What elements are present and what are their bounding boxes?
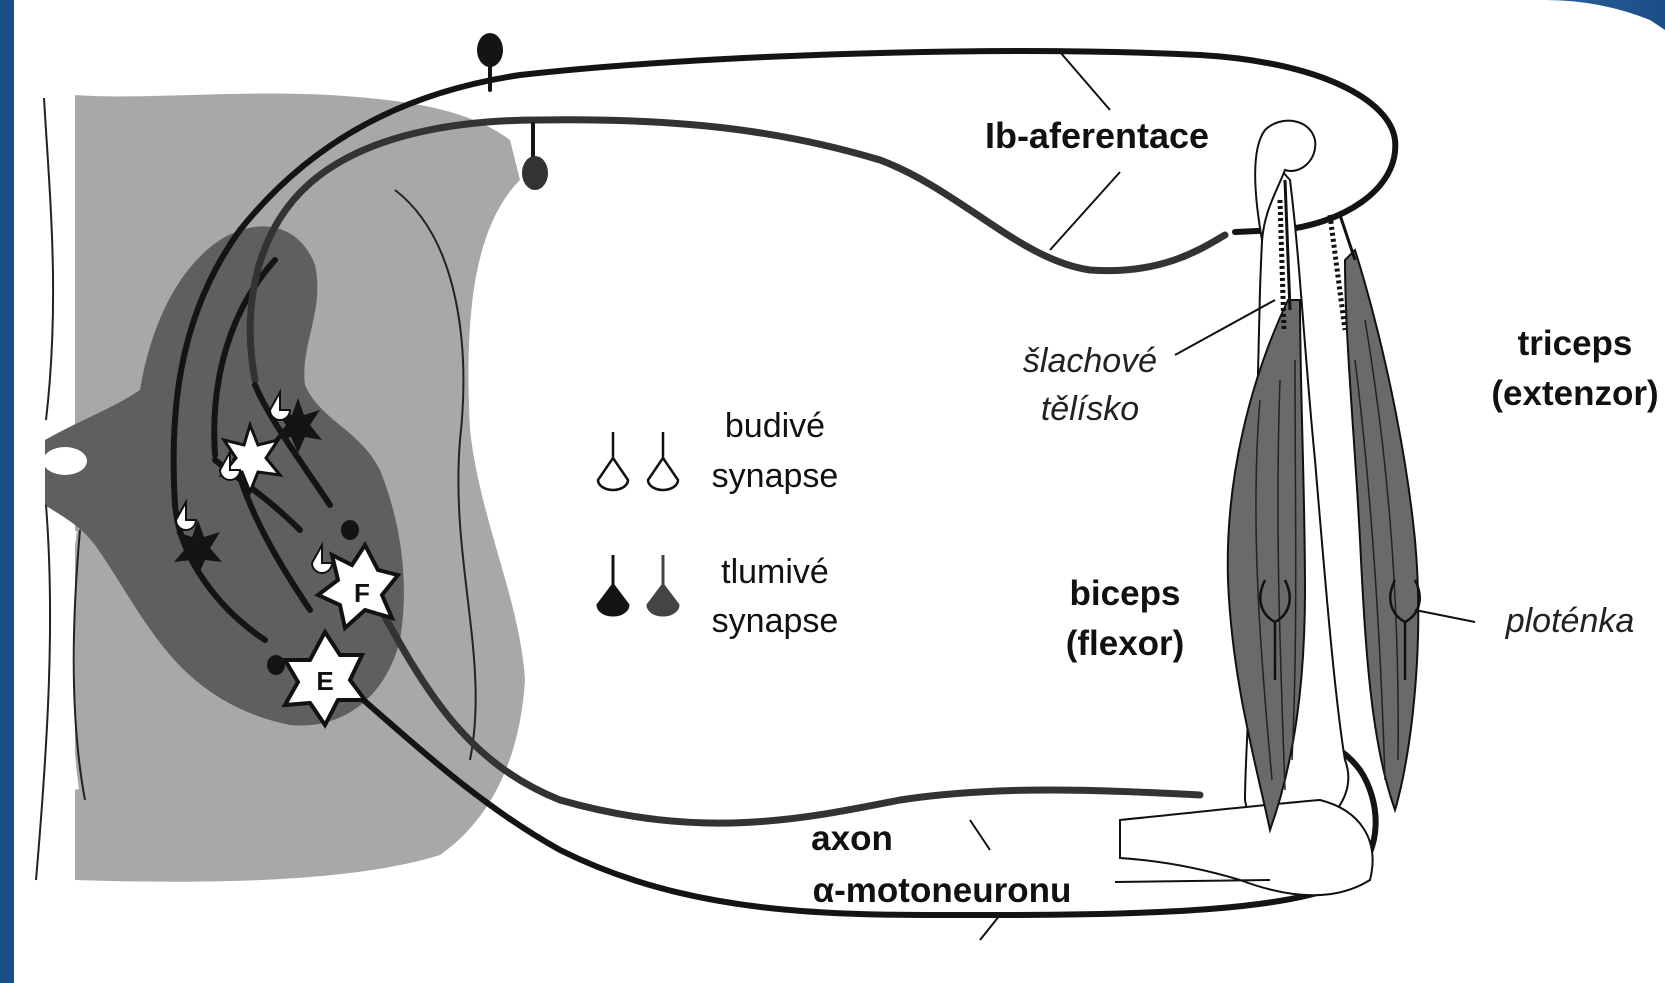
dorsal-root-ganglion-2	[522, 156, 548, 190]
synapse-terminal-inhibitory-1	[341, 520, 359, 540]
triceps-label-1: triceps	[1518, 324, 1633, 363]
tendon-organ-label-2: tělísko	[1041, 390, 1139, 428]
triceps-label-2: (extenzor)	[1491, 374, 1658, 413]
neuron-e-label: E	[316, 666, 333, 696]
neuron-f-label: F	[354, 578, 370, 608]
synapse-terminal-inhibitory-2	[267, 655, 285, 675]
legend-inhibitory-label-1: tlumivé	[721, 553, 829, 591]
central-canal	[43, 447, 87, 475]
axon-label-1: axon	[811, 819, 893, 858]
legend-inhibitory-label-2: synapse	[712, 602, 839, 640]
dorsal-root-ganglion-1	[477, 33, 503, 67]
biceps-label-1: biceps	[1070, 574, 1181, 613]
legend-excitatory-label-2: synapse	[712, 457, 839, 495]
legend-excitatory-label-1: budivé	[725, 407, 825, 445]
endplate-label: ploténka	[1505, 602, 1635, 640]
axon-label-2: α-motoneuronu	[813, 871, 1072, 910]
biceps-label-2: (flexor)	[1066, 624, 1185, 663]
ib-afferent-label: Ib-aferentace	[985, 115, 1209, 156]
tendon-organ-label-1: šlachové	[1023, 342, 1157, 380]
